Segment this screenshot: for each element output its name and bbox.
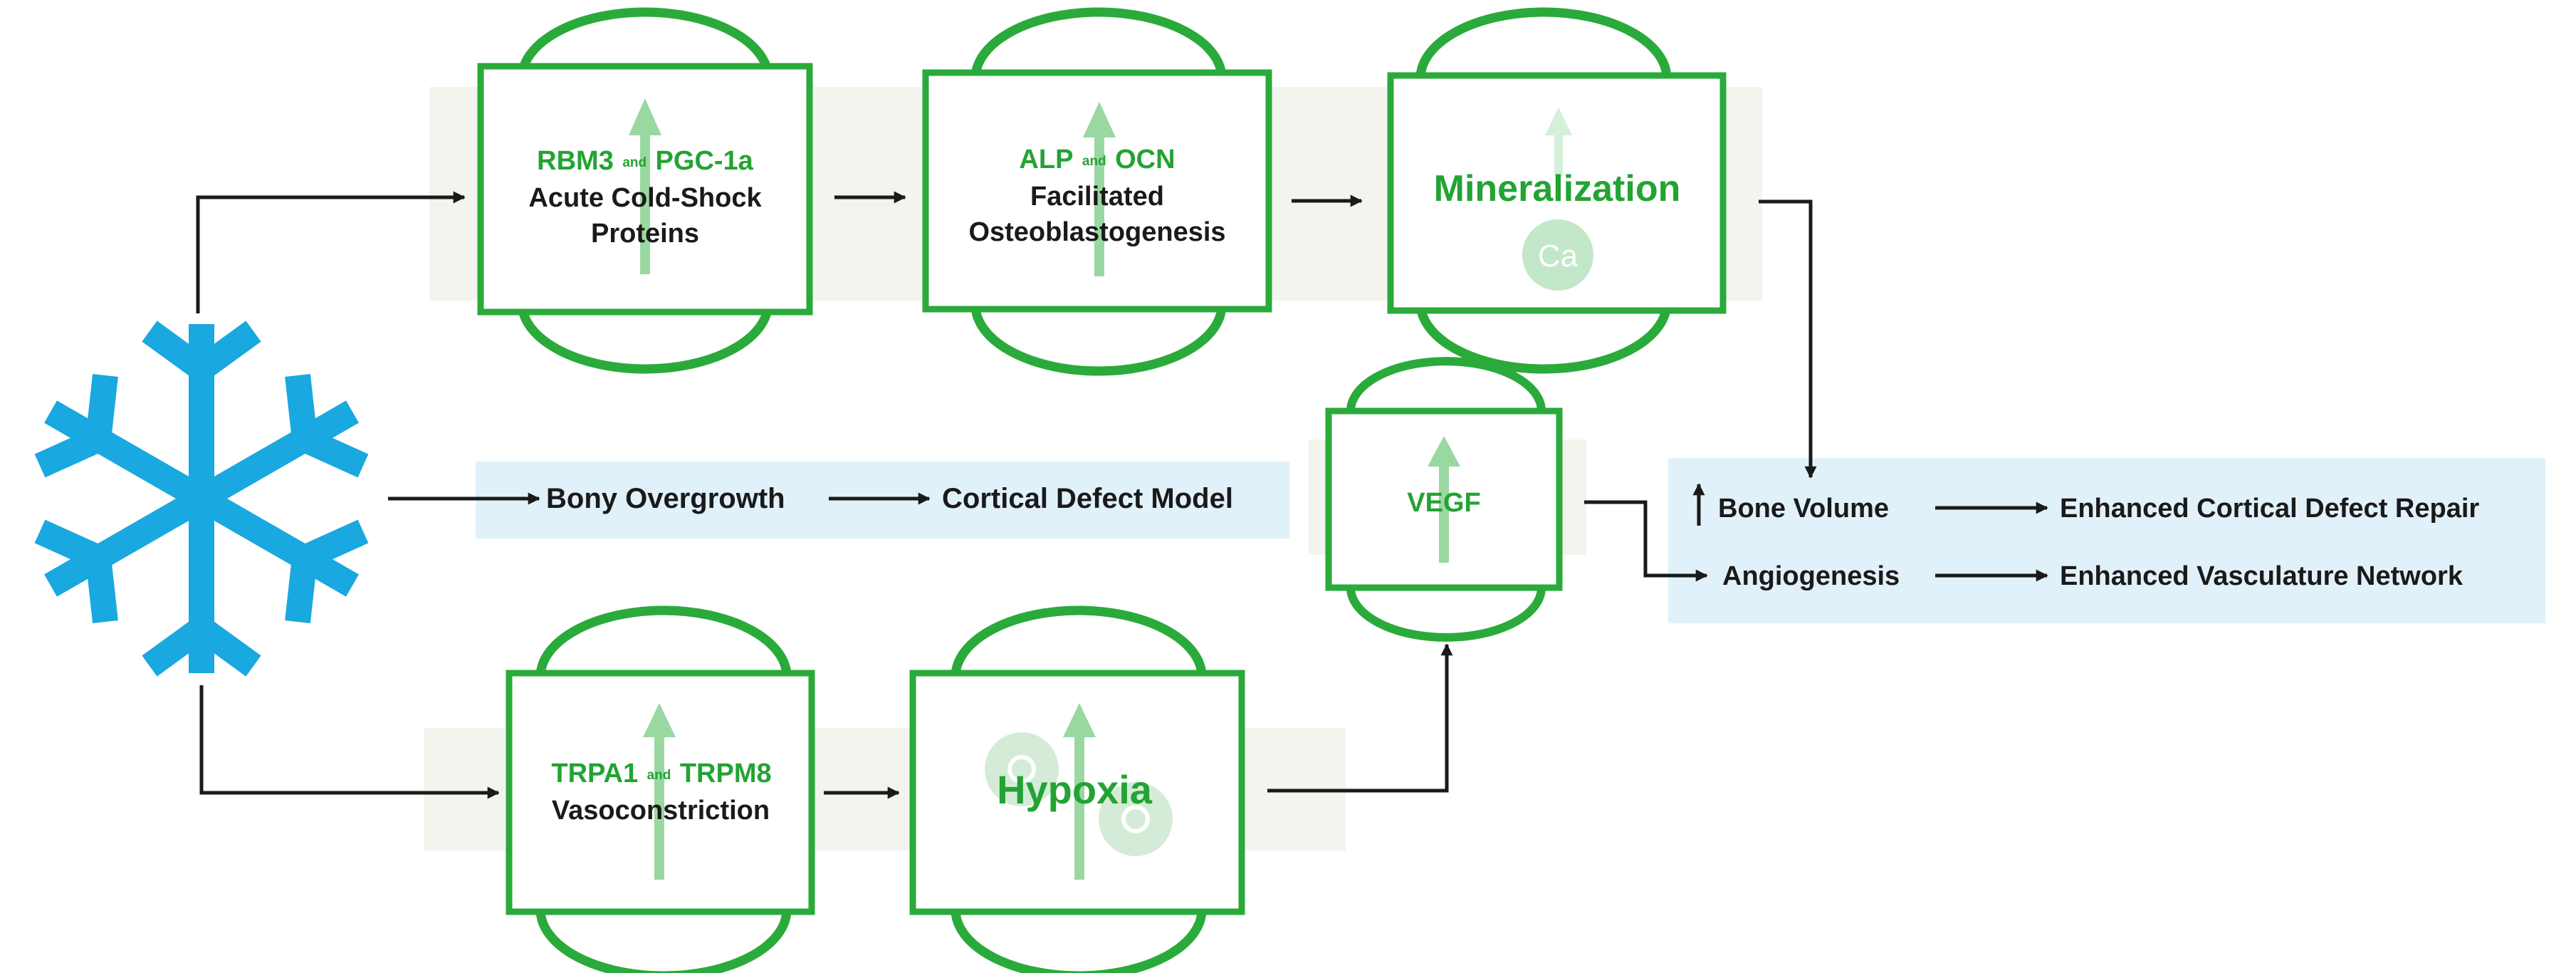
connector-cold-to-bottom bbox=[199, 685, 500, 799]
up-arrow-icon bbox=[1083, 102, 1116, 276]
box-mineralization: Ca Mineralization bbox=[1387, 7, 1727, 374]
vasoconstriction-label: Vasoconstriction bbox=[552, 796, 770, 826]
conjunction: and bbox=[622, 155, 646, 170]
box-vegf: VEGF bbox=[1325, 357, 1563, 642]
enhanced-vasculature-label: Enhanced Vasculature Network bbox=[2060, 561, 2464, 591]
bony-overgrowth-label: Bony Overgrowth bbox=[546, 483, 785, 514]
box-cold-shock: RBM3 and PGC-1a Acute Cold-Shock Protein… bbox=[477, 7, 813, 374]
box-hypoxia: Hypoxia bbox=[909, 605, 1245, 973]
marker-rbm3: RBM3 bbox=[537, 146, 614, 176]
enhanced-repair-label: Enhanced Cortical Defect Repair bbox=[2060, 494, 2479, 524]
marker-ocn: OCN bbox=[1115, 145, 1175, 175]
conjunction: and bbox=[647, 768, 671, 783]
marker-trpm8: TRPM8 bbox=[680, 759, 772, 789]
oxygen-molecule-icon bbox=[985, 732, 1173, 856]
up-arrow-icon bbox=[1428, 436, 1460, 563]
marker-pair-rbm3-pgc: RBM3 and PGC-1a bbox=[537, 146, 754, 176]
hypoxia-label: Hypoxia bbox=[997, 767, 1153, 812]
snowflake-icon bbox=[34, 321, 369, 677]
cortical-defect-model-label: Cortical Defect Model bbox=[942, 483, 1233, 514]
box-vasoconstriction: TRPA1 and TRPM8 Vasoconstriction bbox=[506, 605, 815, 973]
angiogenesis-label: Angiogenesis bbox=[1722, 561, 1900, 591]
conjunction: and bbox=[1082, 154, 1106, 169]
calcium-ion-icon: Ca bbox=[1522, 219, 1593, 291]
up-arrow-icon bbox=[1545, 107, 1572, 177]
connector-vegf-to-angiogenesis bbox=[1584, 500, 1708, 582]
bone-volume-label: Bone Volume bbox=[1718, 494, 1889, 524]
up-arrow-icon bbox=[643, 703, 676, 880]
box-osteo-line1: Facilitated bbox=[1030, 182, 1164, 212]
box-cold-shock-line2: Proteins bbox=[591, 219, 699, 249]
marker-pair-alp-ocn: ALP and OCN bbox=[1019, 145, 1175, 175]
box-osteo-line2: Osteoblastogenesis bbox=[968, 217, 1225, 247]
up-arrow-icon bbox=[629, 98, 661, 274]
vegf-label: VEGF bbox=[1407, 488, 1480, 518]
outcome-panel bbox=[1668, 458, 2545, 623]
box-cold-shock-line1: Acute Cold-Shock bbox=[528, 183, 762, 213]
connector-mineralization-to-outcomes bbox=[1759, 199, 1817, 479]
marker-trpa1: TRPA1 bbox=[551, 759, 638, 789]
marker-alp: ALP bbox=[1019, 145, 1073, 175]
calcium-label: Ca bbox=[1538, 239, 1578, 274]
mineralization-label: Mineralization bbox=[1434, 168, 1681, 209]
box-osteoblastogenesis: ALP and OCN Facilitated Osteoblastogenes… bbox=[922, 7, 1272, 376]
connector-cold-to-top bbox=[196, 191, 466, 313]
marker-pair-trpa1-trpm8: TRPA1 and TRPM8 bbox=[551, 759, 771, 789]
up-arrow-icon bbox=[1063, 703, 1096, 880]
marker-pgc-1a: PGC-1a bbox=[656, 146, 754, 176]
connector-hypoxia-to-vegf bbox=[1267, 643, 1453, 793]
